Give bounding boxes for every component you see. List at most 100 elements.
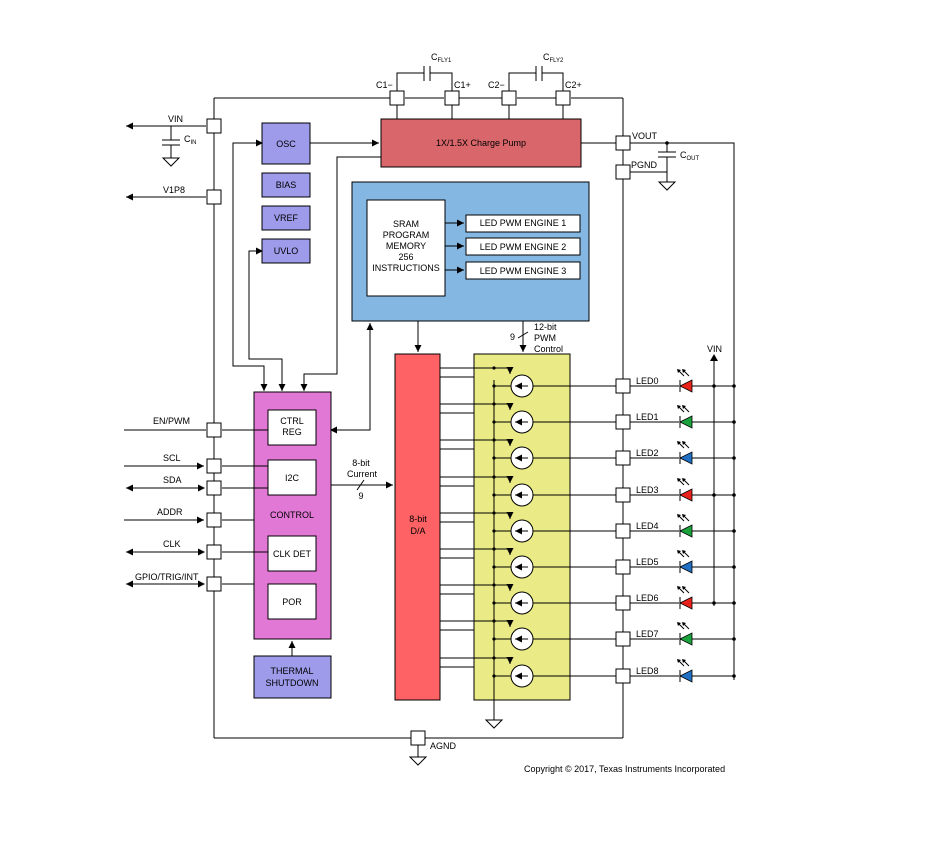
led-label: LED5 — [636, 557, 659, 567]
v1p8-pin — [206, 189, 222, 205]
da-label-2: D/A — [410, 526, 425, 536]
c2p-label: C2+ — [565, 80, 582, 90]
sram-label-3: MEMORY — [386, 241, 426, 251]
c2m-label: C2− — [488, 80, 505, 90]
clk-det-label: CLK DET — [273, 549, 312, 559]
pgnd-pin — [615, 164, 631, 180]
en-pwm-label: EN/PWM — [153, 416, 190, 426]
i2c-label: I2C — [285, 473, 300, 483]
vout-label: VOUT — [632, 131, 658, 141]
thermal-label-1: THERMAL — [270, 666, 313, 676]
led-diode-icon — [679, 379, 693, 393]
pwm-label-2: PWM — [534, 333, 556, 343]
pgnd-ground-icon — [657, 181, 677, 191]
led-channel-4: LED4 — [440, 511, 736, 543]
vin-right-label: VIN — [707, 344, 722, 354]
thermal-label-2: SHUTDOWN — [266, 678, 319, 688]
pwm-engine-1-block — [465, 214, 581, 233]
da-label-1: 8-bit — [409, 514, 427, 524]
led-diode-icon — [679, 451, 693, 465]
cfly2-capacitor: CFLY2 — [508, 52, 564, 98]
i2c-block — [267, 459, 317, 496]
sram-label-4: 256 — [398, 252, 413, 262]
current-bus-width: 9 — [358, 491, 363, 501]
v1p8-pin-label: V1P8 — [163, 185, 185, 195]
led-channel-1: LED1 — [440, 402, 736, 434]
osc-block — [261, 122, 311, 165]
cin-ground-icon — [161, 157, 181, 167]
addr-pin — [206, 512, 222, 528]
led-label: LED6 — [636, 593, 659, 603]
led-channel-7: LED7 — [440, 619, 736, 651]
led-channel-3: LED3 — [440, 475, 736, 507]
pwm-engine-3-block — [465, 261, 581, 280]
led-diode-icon — [679, 560, 693, 574]
da-block — [394, 353, 441, 701]
led-pin — [615, 559, 631, 575]
c2m-pin — [501, 90, 517, 106]
led-channel-6: LED6 — [440, 583, 736, 615]
led-channel-5: LED5 — [440, 547, 736, 579]
copyright-text: Copyright © 2017, Texas Instruments Inco… — [524, 764, 725, 774]
scl-pin — [206, 458, 222, 474]
clk-label: CLK — [163, 539, 181, 549]
current-label-2: Current — [347, 469, 378, 479]
vin-net — [126, 122, 206, 167]
pwm-bus-width: 9 — [510, 332, 515, 342]
gpio-label: GPIO/TRIG/INT — [135, 572, 199, 582]
led-pin — [615, 450, 631, 466]
charge-pump-label: 1X/1.5X Charge Pump — [436, 138, 526, 148]
agnd-ground-icon — [408, 756, 428, 766]
sram-label-5: INSTRUCTIONS — [372, 263, 440, 273]
osc-group: OSC BIAS VREF UVLO — [261, 122, 311, 264]
led-diode-icon — [679, 632, 693, 646]
led-pin — [615, 414, 631, 430]
pgnd-label: PGND — [631, 160, 658, 170]
led-diode-icon — [679, 488, 693, 502]
cin-label: CIN — [184, 134, 197, 146]
bias-block — [261, 172, 311, 198]
uvlo-label: UVLO — [274, 246, 299, 256]
led-pin — [615, 595, 631, 611]
clk-pin — [206, 544, 222, 560]
thermal-shutdown-block — [253, 655, 332, 699]
agnd-label: AGND — [430, 741, 457, 751]
pwm-engine-2-block — [465, 237, 581, 256]
por-block — [267, 583, 317, 620]
ctrl-reg-label-1: CTRL — [280, 416, 304, 426]
por-label: POR — [282, 597, 302, 607]
agnd-net — [408, 745, 428, 766]
pwm-engine-1-label: LED PWM ENGINE 1 — [480, 218, 567, 228]
led-label: LED7 — [636, 629, 659, 639]
clk-det-block — [267, 535, 317, 572]
charge-pump-block — [380, 118, 582, 168]
pwm-engine-2-label: LED PWM ENGINE 2 — [480, 242, 567, 252]
pwm-label-3: Control — [534, 344, 563, 354]
led-channel-8: LED8 — [440, 656, 736, 688]
led-pin — [615, 487, 631, 503]
sink-ground-icon — [484, 719, 504, 729]
vin-pin-label: VIN — [168, 114, 183, 124]
en-pwm-pin — [206, 422, 222, 438]
sda-label: SDA — [163, 475, 182, 485]
vref-label: VREF — [274, 213, 299, 223]
c2p-pin — [555, 90, 571, 106]
vin-right-arrow-icon — [710, 354, 718, 361]
sram-memory-block — [366, 199, 446, 297]
led-label: LED4 — [636, 521, 659, 531]
c1m-label: C1− — [376, 80, 393, 90]
c1m-pin — [389, 90, 405, 106]
vin-pin — [206, 118, 222, 134]
led-label: LED0 — [636, 376, 659, 386]
c1p-label: C1+ — [454, 80, 471, 90]
vout-pin — [615, 135, 631, 151]
sram-label-2: PROGRAM — [383, 230, 430, 240]
sram-label-1: SRAM — [393, 219, 419, 229]
led-diode-icon — [679, 415, 693, 429]
led-channel-2: LED2 — [440, 438, 736, 470]
led-pin — [615, 523, 631, 539]
led-diode-icon — [679, 596, 693, 610]
cfly1-label: CFLY1 — [431, 52, 452, 64]
cout-label: COUT — [680, 150, 700, 162]
bias-label: BIAS — [276, 180, 297, 190]
